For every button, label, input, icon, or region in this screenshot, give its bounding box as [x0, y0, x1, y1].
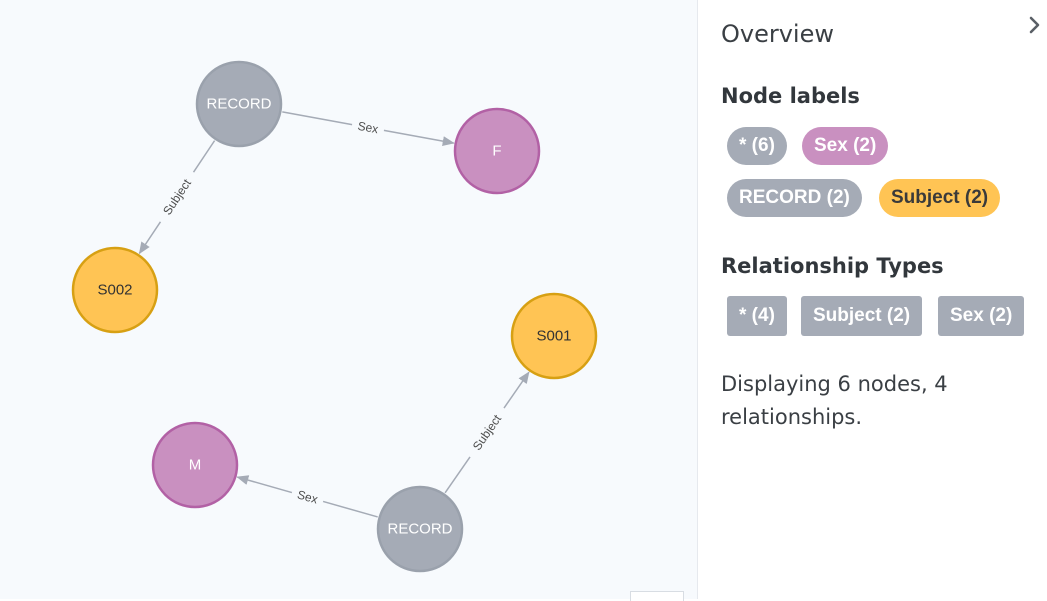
overview-panel: Overview Node labels * (6) Sex (2) RECOR…: [697, 0, 1047, 599]
overview-title: Overview: [721, 20, 834, 48]
node-caption: S001: [536, 328, 571, 345]
relationship-line[interactable]: [192, 140, 216, 173]
relationship-label: Sex: [296, 487, 320, 506]
relationship-arrow[interactable]: [383, 129, 455, 147]
node-m[interactable]: M: [151, 421, 239, 509]
relationship-type-subject[interactable]: Subject (2): [801, 296, 923, 336]
relationship-type-all[interactable]: * (4): [727, 296, 787, 336]
graph-status-text: Displaying 6 nodes, 4 relationships.: [721, 372, 948, 429]
node-f[interactable]: F: [453, 107, 541, 195]
node-label-sex[interactable]: Sex (2): [802, 127, 889, 165]
relationship-label: Sex: [357, 119, 380, 136]
node-caption: F: [492, 143, 501, 160]
relationship-line[interactable]: [282, 111, 353, 126]
relationship-label: Subject: [160, 176, 194, 218]
node-caption: M: [189, 457, 202, 474]
relationship-line[interactable]: [322, 500, 378, 518]
relationship-sex[interactable]: Sex: [282, 111, 455, 147]
relationship-arrow[interactable]: [138, 221, 162, 255]
node-circle[interactable]: [195, 60, 283, 148]
node-circle[interactable]: [510, 292, 598, 380]
node-caption: S002: [97, 282, 132, 299]
node-record[interactable]: RECORD: [195, 60, 283, 148]
node-circle[interactable]: [71, 246, 159, 334]
relationship-arrow[interactable]: [503, 371, 530, 409]
relationship-sex[interactable]: Sex: [236, 475, 378, 518]
node-caption: RECORD: [206, 96, 271, 113]
relationship-subject[interactable]: Subject: [444, 371, 530, 494]
node-label-all[interactable]: * (6): [727, 127, 787, 165]
node-circle[interactable]: [151, 421, 239, 509]
relationship-arrow[interactable]: [236, 475, 293, 494]
node-caption: RECORD: [387, 521, 452, 538]
node-label-subject[interactable]: Subject (2): [879, 179, 1001, 217]
node-circle[interactable]: [453, 107, 541, 195]
chevron-right-icon[interactable]: [1028, 14, 1042, 36]
node-label-record[interactable]: RECORD (2): [727, 179, 862, 217]
node-s002[interactable]: S002: [71, 246, 159, 334]
relationship-label: Subject: [470, 412, 505, 453]
node-labels-heading: Node labels: [721, 84, 860, 108]
relationship-type-sex[interactable]: Sex (2): [938, 296, 1025, 336]
node-s001[interactable]: S001: [510, 292, 598, 380]
node-circle[interactable]: [376, 485, 464, 573]
canvas-footer-tab[interactable]: [630, 591, 684, 601]
relationship-line[interactable]: [444, 456, 471, 494]
relationship-types-heading: Relationship Types: [721, 254, 944, 278]
node-record[interactable]: RECORD: [376, 485, 464, 573]
relationship-subject[interactable]: Subject: [138, 140, 216, 255]
